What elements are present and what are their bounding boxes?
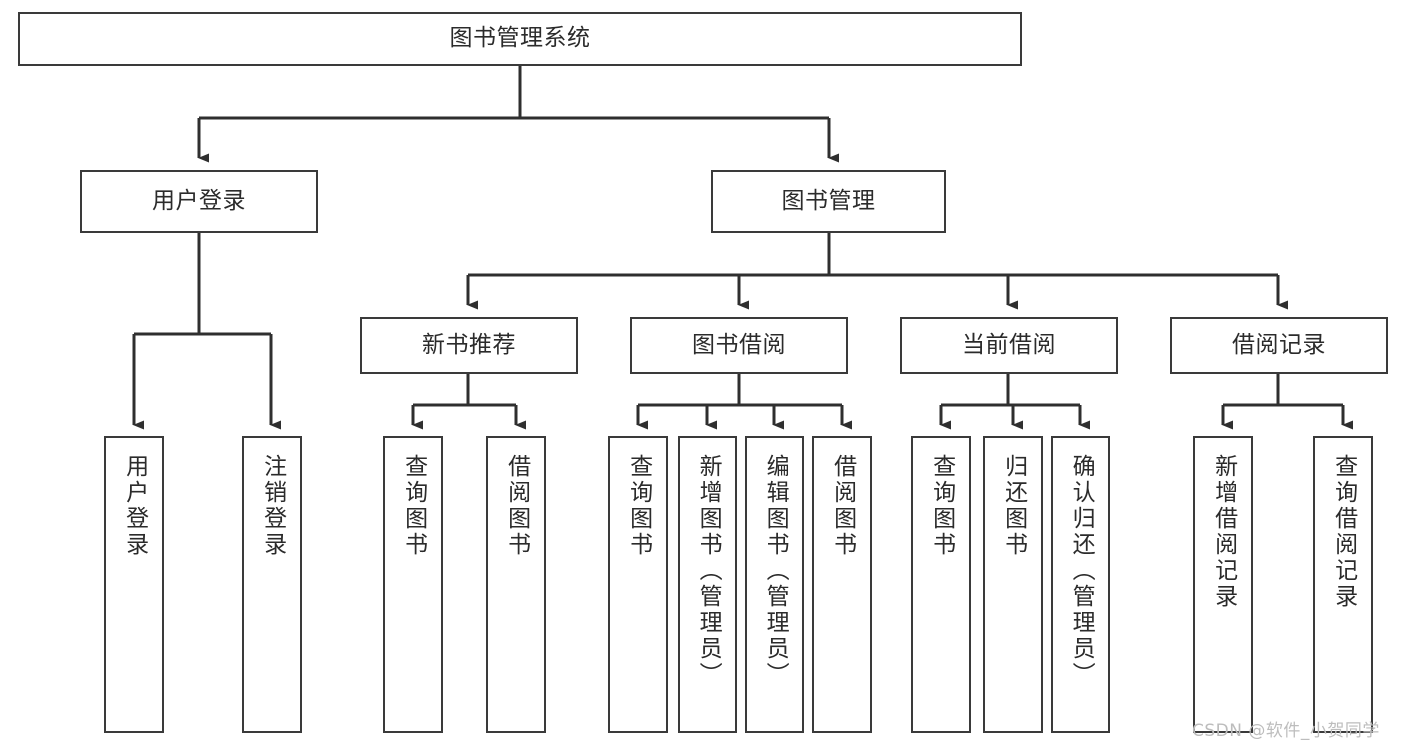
leaf-add-book-admin-label: 新增图书（管理员） [695,454,722,688]
node-current-borrow[interactable]: 当前借阅 [900,317,1118,374]
node-book-management[interactable]: 图书管理 [711,170,946,233]
node-current-borrow-label: 当前借阅 [962,331,1056,358]
leaf-confirm-return-admin-label: 确认归还（管理员） [1068,454,1095,688]
leaf-edit-book-admin[interactable]: 编辑图书（管理员） [745,436,804,733]
node-root[interactable]: 图书管理系统 [18,12,1022,66]
leaf-add-borrow-record[interactable]: 新增借阅记录 [1193,436,1253,733]
leaf-user-login[interactable]: 用户登录 [104,436,164,733]
leaf-logout[interactable]: 注销登录 [242,436,302,733]
leaf-query-borrow-record[interactable]: 查询借阅记录 [1313,436,1373,733]
leaf-add-borrow-record-label: 新增借阅记录 [1210,454,1237,610]
leaf-query-book-current[interactable]: 查询图书 [911,436,971,733]
leaf-return-book-label: 归还图书 [1000,454,1027,558]
node-root-label: 图书管理系统 [449,25,591,52]
node-book-management-label: 图书管理 [781,187,876,214]
node-book-borrow[interactable]: 图书借阅 [630,317,848,374]
leaf-query-book-current-label: 查询图书 [928,454,955,558]
node-user-login[interactable]: 用户登录 [80,170,318,233]
leaf-query-book-newbook[interactable]: 查询图书 [383,436,443,733]
node-book-borrow-label: 图书借阅 [692,331,786,358]
leaf-edit-book-admin-label: 编辑图书（管理员） [762,454,789,688]
leaf-confirm-return-admin[interactable]: 确认归还（管理员） [1051,436,1110,733]
leaf-borrow-book-newbook-label: 借阅图书 [503,454,530,558]
node-borrow-records-label: 借阅记录 [1232,331,1326,358]
node-borrow-records[interactable]: 借阅记录 [1170,317,1388,374]
node-new-book-recommend-label: 新书推荐 [422,331,516,358]
leaf-return-book[interactable]: 归还图书 [983,436,1043,733]
leaf-query-book-borrow-label: 查询图书 [625,454,652,558]
leaf-query-book-newbook-label: 查询图书 [400,454,427,558]
leaf-query-book-borrow[interactable]: 查询图书 [608,436,668,733]
leaf-borrow-book-newbook[interactable]: 借阅图书 [486,436,546,733]
leaf-add-book-admin[interactable]: 新增图书（管理员） [678,436,737,733]
node-user-login-label: 用户登录 [152,187,246,214]
leaf-user-login-label: 用户登录 [121,454,148,558]
leaf-logout-label: 注销登录 [259,454,286,558]
leaf-borrow-book[interactable]: 借阅图书 [812,436,872,733]
leaf-query-borrow-record-label: 查询借阅记录 [1330,454,1357,610]
node-new-book-recommend[interactable]: 新书推荐 [360,317,578,374]
leaf-borrow-book-label: 借阅图书 [829,454,856,558]
csdn-watermark: CSDN @软件_小贺同学 [1192,721,1380,741]
